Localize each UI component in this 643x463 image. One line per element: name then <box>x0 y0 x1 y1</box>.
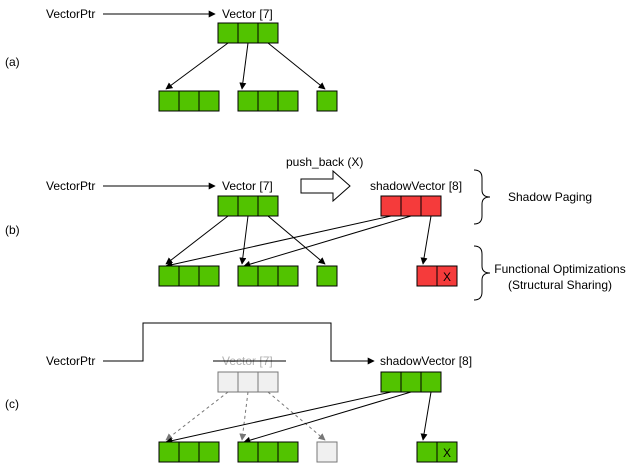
node-cell <box>178 90 200 112</box>
panel-b-edge <box>165 215 229 265</box>
panel-b-root-node <box>217 195 279 217</box>
node-cell <box>237 441 259 463</box>
node-cell <box>436 265 458 287</box>
functional-optimizations-label: Functional Optimizations <box>494 262 625 276</box>
panel-c-old-root-node <box>217 371 279 393</box>
node-cell <box>237 195 259 217</box>
node-cell <box>237 265 259 287</box>
node-cell <box>316 265 338 287</box>
node-cell <box>198 441 220 463</box>
panel-c-shared-edge <box>165 391 392 445</box>
node-cell <box>277 265 299 287</box>
panel-c-shared-edge <box>243 391 412 444</box>
node-cell <box>198 265 220 287</box>
panel-b-edge <box>267 215 326 265</box>
panel-b-shadow-root-node <box>380 195 442 217</box>
panel-c-leaf-2 <box>237 441 299 463</box>
new-element-label: X <box>443 446 451 460</box>
panel-b-leaf-2 <box>237 265 299 287</box>
panel-a-vector-label: Vector [7] <box>222 7 273 21</box>
node-cell <box>257 90 279 112</box>
panel-b-vectorptr-label: VectorPtr <box>46 179 95 193</box>
panel-b-vector-label: Vector [7] <box>222 179 273 193</box>
panel-b-edge <box>239 215 249 265</box>
node-cell <box>400 195 422 217</box>
panel-b: (b) VectorPtr Vector [7] push_back (X) s… <box>5 155 626 301</box>
panel-c-new-edge <box>420 391 432 441</box>
panel-c-shadow-label: shadowVector [8] <box>380 354 472 368</box>
panel-c-dashed-edge <box>165 391 229 441</box>
node-cell <box>158 441 180 463</box>
new-element-label: X <box>443 270 451 284</box>
node-cell <box>316 441 338 463</box>
panel-c-new-leaf: X <box>416 441 458 463</box>
node-cell <box>257 22 279 44</box>
structural-sharing-label: (Structural Sharing) <box>508 278 612 292</box>
shadow-paging-label: Shadow Paging <box>508 190 592 204</box>
node-cell <box>178 441 200 463</box>
node-cell <box>416 441 438 463</box>
node-cell <box>158 265 180 287</box>
node-cell <box>217 22 239 44</box>
node-cell <box>198 90 220 112</box>
node-cell <box>420 371 442 393</box>
node-cell <box>217 371 239 393</box>
panel-c-shadow-root-node <box>380 371 442 393</box>
push-back-arrow-icon <box>300 169 351 203</box>
panel-c-pointer-arrow <box>103 322 375 365</box>
node-cell <box>277 90 299 112</box>
node-cell <box>400 371 422 393</box>
panel-a-leaf-1 <box>158 90 220 112</box>
panel-c-dashed-edge <box>267 391 326 441</box>
node-cell <box>257 265 279 287</box>
node-cell <box>316 90 338 112</box>
node-cell <box>436 441 458 463</box>
panel-a-vectorptr-label: VectorPtr <box>46 7 95 21</box>
node-cell <box>416 265 438 287</box>
node-cell <box>257 195 279 217</box>
panel-a-edge <box>165 42 229 90</box>
panel-a: (a) VectorPtr Vector [7] <box>5 7 338 112</box>
panel-b-leaf-1 <box>158 265 220 287</box>
panel-a-edge <box>239 42 249 90</box>
panel-b-new-leaf: X <box>416 265 458 287</box>
panel-c-old-leaf-3 <box>316 441 338 463</box>
functional-optimizations-brace <box>473 245 491 301</box>
panel-b-tag: (b) <box>5 223 20 237</box>
node-cell <box>217 195 239 217</box>
panel-b-shared-edge <box>165 215 392 269</box>
panel-c: (c) VectorPtr shadowVector [8] Vector [7… <box>5 322 472 463</box>
node-cell <box>158 90 180 112</box>
node-cell <box>380 195 402 217</box>
panel-a-leaf-3 <box>316 90 338 112</box>
panel-c-leaf-1 <box>158 441 220 463</box>
panel-c-tag: (c) <box>5 397 19 411</box>
panel-b-push-back-label: push_back (X) <box>286 155 363 169</box>
panel-c-dashed-edge <box>239 391 249 441</box>
shadow-paging-brace <box>473 169 491 225</box>
panel-b-shared-edge <box>243 215 412 268</box>
panel-a-edge <box>267 42 326 90</box>
panel-b-leaf-3 <box>316 265 338 287</box>
panel-c-vectorptr-label: VectorPtr <box>46 354 95 368</box>
panel-b-shadow-label: shadowVector [8] <box>370 179 462 193</box>
node-cell <box>277 441 299 463</box>
panel-a-tag: (a) <box>5 55 20 69</box>
node-cell <box>380 371 402 393</box>
panel-a-root-node <box>217 22 279 44</box>
node-cell <box>257 441 279 463</box>
node-cell <box>178 265 200 287</box>
node-cell <box>237 22 259 44</box>
node-cell <box>257 371 279 393</box>
node-cell <box>237 371 259 393</box>
node-cell <box>420 195 442 217</box>
panel-a-leaf-2 <box>237 90 299 112</box>
panel-b-new-edge <box>420 215 432 265</box>
node-cell <box>237 90 259 112</box>
